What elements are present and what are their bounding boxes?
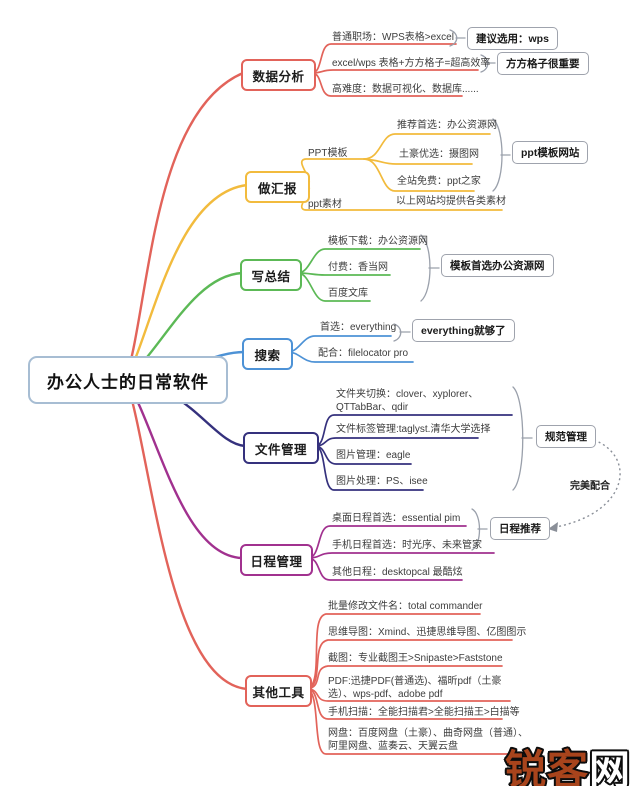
leaf-batch-rename[interactable]: 批量修改文件名：total commander <box>328 601 483 612</box>
leaf-other-schedule[interactable]: 其他日程：desktopcal 最酷炫 <box>332 567 463 578</box>
leaf-template-download[interactable]: 模板下载：办公资源网 <box>328 236 428 247</box>
leaf-pdf-tools[interactable]: PDF:迅捷PDF(普通选)、福昕pdf（土豪选）、wps-pdf、adobe … <box>328 676 502 700</box>
branch-label: 其他工具 <box>252 685 305 700</box>
branch-node-file-management[interactable]: 文件管理 <box>243 432 319 464</box>
branch-node-data-analysis[interactable]: 数据分析 <box>241 59 316 91</box>
callout-template-first-choice[interactable]: 模板首选办公资源网 <box>441 254 554 277</box>
leaf-screenshot-tools[interactable]: 截图：专业截图王>Snipaste>Faststone <box>328 653 503 664</box>
leaf-mobile-scan[interactable]: 手机扫描：全能扫描君>全能扫描王>白描等 <box>328 707 520 718</box>
leaf-mindmap-tools[interactable]: 思维导图：Xmind、迅捷思维导图、亿图图示 <box>328 627 527 638</box>
branch-node-summary-writing[interactable]: 写总结 <box>240 259 302 291</box>
branch-label: 写总结 <box>251 269 291 284</box>
callout-fangfang-important[interactable]: 方方格子很重要 <box>497 52 589 75</box>
leaf-filelocator[interactable]: 配合：filelocator pro <box>318 348 409 359</box>
leaf-netdisk[interactable]: 网盘：百度网盘（土豪）、曲奇网盘（普通）、阿里网盘、蓝奏云、天翼云盘 <box>328 728 528 752</box>
callout-standard-management[interactable]: 规范管理 <box>536 425 596 448</box>
leaf-paid-xiangdang[interactable]: 付费：香当网 <box>328 262 388 273</box>
central-topic[interactable]: 办公人士的日常软件 <box>28 356 228 404</box>
branch-label: 做汇报 <box>257 181 297 196</box>
central-topic-label: 办公人士的日常软件 <box>47 372 209 392</box>
leaf-image-edit-ps[interactable]: 图片处理：PS、isee <box>336 476 428 487</box>
relation-label-perfect-match: 完美配合 <box>570 481 610 492</box>
relation-dotted-line <box>555 439 621 528</box>
watermark-text-white: 网 <box>588 746 632 786</box>
branch-node-schedule-management[interactable]: 日程管理 <box>240 544 313 576</box>
leaf-advanced-data[interactable]: 高难度：数据可视化、数据库...... <box>332 84 479 95</box>
leaf-ppt-material[interactable]: ppt素材 <box>308 199 342 210</box>
branch-node-search[interactable]: 搜索 <box>242 338 293 370</box>
relation-arrowhead <box>548 522 558 532</box>
branch-label: 数据分析 <box>252 69 305 84</box>
leaf-mobile-schedule[interactable]: 手机日程首选：时光序、未来管家 <box>332 540 482 551</box>
watermark-ruikewang: 锐客网 <box>504 736 632 786</box>
branch-node-other-tools[interactable]: 其他工具 <box>245 675 312 707</box>
leaf-desktop-schedule[interactable]: 桌面日程首选：essential pim <box>332 513 461 524</box>
leaf-ppt-template[interactable]: PPT模板 <box>308 148 348 159</box>
leaf-file-tag-taglyst[interactable]: 文件标签管理:taglyst.清华大学选择 <box>336 424 491 435</box>
watermark-text-orange: 锐客 <box>504 746 590 786</box>
leaf-free-pptzhijia[interactable]: 全站免费：ppt之家 <box>397 176 481 187</box>
leaf-everything[interactable]: 首选：everything <box>320 322 397 333</box>
leaf-recommend-bangongziyuan[interactable]: 推荐首选：办公资源网 <box>397 120 497 131</box>
leaf-normal-workplace[interactable]: 普通职场：WPS表格>excel <box>332 32 454 43</box>
leaf-tuhao-shetuwang[interactable]: 土豪优选：摄图网 <box>399 149 479 160</box>
branch-label: 日程管理 <box>250 554 303 569</box>
leaf-baidu-wenku[interactable]: 百度文库 <box>328 288 368 299</box>
callout-everything-enough[interactable]: everything就够了 <box>412 319 515 342</box>
leaf-image-manage-eagle[interactable]: 图片管理：eagle <box>336 450 411 461</box>
leaf-ppt-material-note[interactable]: 以上网站均提供各类素材 <box>396 196 506 207</box>
branch-label: 搜索 <box>254 348 281 363</box>
callout-schedule-recommend[interactable]: 日程推荐 <box>490 517 550 540</box>
callout-ppt-template-sites[interactable]: ppt模板网站 <box>512 141 589 164</box>
branch-label: 文件管理 <box>254 442 307 457</box>
branch-node-presentation[interactable]: 做汇报 <box>245 171 310 203</box>
callout-suggest-wps[interactable]: 建议选用：wps <box>467 27 558 50</box>
leaf-folder-switch[interactable]: 文件夹切换：clover、xyplorer、QTTabBar、qdir <box>336 389 479 413</box>
leaf-fangfang-grid[interactable]: excel/wps 表格+方方格子=超高效率 <box>332 58 491 69</box>
